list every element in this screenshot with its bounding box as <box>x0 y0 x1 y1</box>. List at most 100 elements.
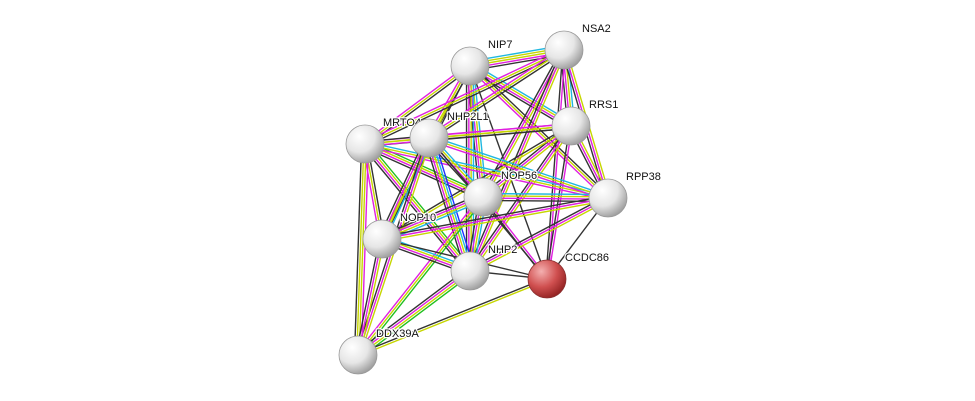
edge-NSA2-CCDC86[interactable] <box>545 49 566 280</box>
edge-line-textmining <box>364 143 609 199</box>
edge-line-experiments <box>364 145 608 201</box>
node-ccdc86[interactable]: CCDC86 <box>527 251 610 299</box>
edge-NHP2L1-RPP38[interactable] <box>428 135 609 201</box>
edge-line-databases <box>471 62 574 124</box>
node-bubble[interactable] <box>527 259 567 299</box>
node-bubble[interactable] <box>450 251 490 291</box>
edge-line-experiments <box>469 49 565 272</box>
edge-line-textmining <box>428 125 572 139</box>
edge-line-textmining <box>356 143 365 355</box>
edge-line-experiments <box>467 67 607 201</box>
node-nop10[interactable]: NOP10 <box>362 211 437 259</box>
edge-line-textmining <box>471 50 567 273</box>
edge-line-coexpression <box>469 65 548 280</box>
edge-NSA2-NHP2[interactable] <box>467 48 567 273</box>
node-label: RPP38 <box>626 171 661 183</box>
node-nhp2l1[interactable]: NHP2L1 <box>409 110 490 158</box>
edge-line-textmining <box>428 137 471 272</box>
edge-line-coexpression <box>423 139 467 273</box>
node-bubble[interactable] <box>544 30 584 70</box>
edge-line-textmining <box>364 65 471 145</box>
node-label: NSA2 <box>582 23 611 35</box>
node-label: CCDC86 <box>565 252 609 264</box>
edge-line-coexpression <box>355 238 381 355</box>
edge-line-coexpression <box>545 49 564 279</box>
edge-line-coexpression <box>429 51 566 141</box>
edge-line-experiments <box>381 197 609 240</box>
edge-line-textmining <box>382 199 609 242</box>
edge-line-coexpression <box>355 267 469 353</box>
node-bubble[interactable] <box>551 106 591 146</box>
edge-RRS1-NHP2L1[interactable] <box>428 123 572 141</box>
edge-line-experiments <box>469 197 609 272</box>
node-label: NHP2L1 <box>447 111 489 123</box>
edge-line-coexpression <box>353 143 363 355</box>
edge-line-textmining <box>483 195 609 198</box>
edge-line-databases <box>430 137 473 271</box>
edge-line-textmining <box>469 65 609 199</box>
edge-line-coexpression <box>357 277 547 355</box>
node-nop56[interactable]: NOP56 <box>463 169 538 217</box>
edge-NSA2-NHP2L1[interactable] <box>427 47 566 141</box>
edge-line-textmining <box>358 271 472 357</box>
edge-RPP38-NOP10[interactable] <box>381 195 609 242</box>
edge-line-experiments <box>547 126 573 280</box>
edge-line-coexpression <box>480 48 563 197</box>
edge-NIP7-RRS1[interactable] <box>467 62 574 130</box>
edge-line-experiments <box>357 238 383 356</box>
edge-line-textmining <box>470 64 572 126</box>
node-nsa2[interactable]: NSA2 <box>544 22 612 70</box>
edge-line-coexpression <box>381 195 608 238</box>
node-nip7[interactable]: NIP7 <box>450 38 514 86</box>
edge-line-experiments <box>469 66 571 128</box>
node-bubble[interactable] <box>338 335 378 375</box>
edge-line-neighborhood <box>359 273 473 359</box>
node-mrto4[interactable]: MRTO4 <box>345 116 422 164</box>
node-bubble[interactable] <box>362 219 402 259</box>
edge-line-coexpression <box>468 195 608 270</box>
edge-line-textmining <box>470 199 610 274</box>
edge-RPP38-NHP2[interactable] <box>468 195 610 274</box>
edge-line-textmining <box>471 126 574 273</box>
node-rrs1[interactable]: RRS1 <box>551 98 620 146</box>
node-label: NHP2 <box>488 244 517 256</box>
edge-MRTO4-NOP56[interactable] <box>363 140 485 201</box>
node-ddx39a[interactable]: DDX39A <box>338 327 421 375</box>
edge-line-coexpression <box>467 48 563 271</box>
edge-line-coexpression <box>467 68 570 130</box>
edge-line-coexpression <box>429 127 572 141</box>
edge-line-experiments <box>363 47 564 143</box>
node-bubble[interactable] <box>463 177 503 217</box>
node-nhp2[interactable]: NHP2 <box>450 243 519 291</box>
edge-line-experiments <box>426 138 469 272</box>
edge-line-experiments <box>364 144 483 199</box>
edge-line-coexpression <box>545 125 571 279</box>
node-label: NIP7 <box>488 39 512 51</box>
edge-line-textmining <box>365 142 472 271</box>
edge-line-cooccurrence <box>432 136 476 270</box>
edge-CCDC86-DDX39A[interactable] <box>357 277 548 357</box>
edge-RRS1-CCDC86[interactable] <box>545 125 573 280</box>
node-rpp38[interactable]: RPP38 <box>588 170 662 218</box>
edge-NIP7-CCDC86[interactable] <box>469 65 548 280</box>
edge-line-experiments <box>428 139 608 201</box>
node-bubble[interactable] <box>409 118 449 158</box>
edge-NHP2-DDX39A[interactable] <box>355 267 473 359</box>
edge-line-experiments <box>363 63 470 143</box>
edge-NOP10-DDX39A[interactable] <box>355 238 385 356</box>
node-bubble[interactable] <box>588 178 628 218</box>
edge-line-experiments <box>356 269 470 355</box>
node-label: RRS1 <box>589 99 618 111</box>
edge-line-textmining <box>358 144 367 356</box>
edge-line-textmining <box>428 49 565 139</box>
edge-MRTO4-NHP2[interactable] <box>361 141 474 274</box>
node-bubble[interactable] <box>450 46 490 86</box>
edge-line-textmining <box>357 196 484 356</box>
edge-line-experiments <box>428 123 571 137</box>
node-bubble[interactable] <box>345 124 385 164</box>
edge-line-databases <box>483 192 609 196</box>
edge-line-textmining <box>365 142 484 197</box>
edge-NHP2L1-NHP2[interactable] <box>423 136 476 273</box>
